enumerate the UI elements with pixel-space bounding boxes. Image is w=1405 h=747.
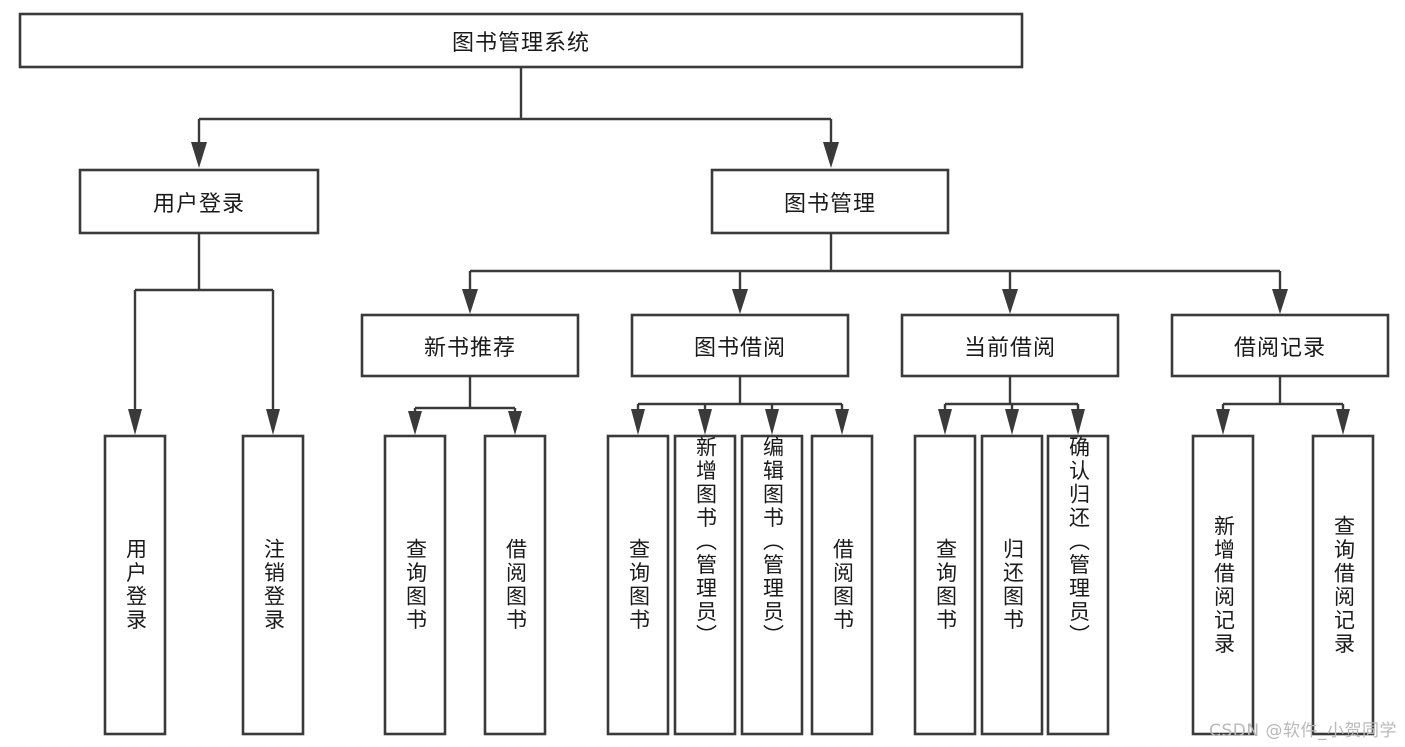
arrow-head-book-mgmt [823, 142, 839, 168]
connector-group-new-book-rec [408, 376, 522, 435]
leaf-node[interactable] [740, 434, 804, 736]
arrow-head-borrow-record [1272, 289, 1288, 314]
leaf-node[interactable] [810, 434, 874, 736]
leaf-node[interactable] [980, 434, 1044, 736]
arrow-head-leaf-query-book-c [938, 409, 952, 435]
node-book-management[interactable] [710, 168, 950, 235]
connector-group-book-mgmt [462, 233, 1288, 314]
leaf-node[interactable] [383, 434, 447, 736]
connector-group-borrow-record [1216, 376, 1350, 435]
leaf-node[interactable] [1311, 434, 1375, 736]
arrow-head-leaf-query-book-b [631, 409, 645, 435]
arrow-head-book-borrow [732, 289, 748, 314]
leaf-node[interactable] [103, 434, 167, 736]
arrow-head-leaf-borrow-book-b [835, 409, 849, 435]
connector-group-user-login [128, 233, 280, 435]
node-root[interactable] [18, 12, 1024, 69]
leaf-node[interactable] [913, 434, 977, 736]
leaf-node[interactable] [606, 434, 670, 736]
arrow-head-leaf-user-login [128, 409, 142, 435]
arrow-head-new-book-rec [462, 289, 478, 314]
arrow-head-leaf-edit-book [765, 409, 779, 435]
arrow-head-leaf-query-record [1336, 409, 1350, 435]
arrow-head-leaf-return-book [1005, 409, 1019, 435]
arrow-head-leaf-add-book [698, 409, 712, 435]
leaf-node[interactable] [241, 434, 305, 736]
arrow-head-leaf-query-book-a [408, 411, 422, 435]
arrow-head-leaf-confirm-return [1071, 409, 1085, 435]
node-book-borrow[interactable] [630, 313, 850, 378]
arrow-head-leaf-borrow-book-a [508, 411, 522, 435]
node-new-book-recommend[interactable] [360, 313, 580, 378]
node-borrow-record[interactable] [1170, 313, 1390, 378]
leaf-node[interactable] [1191, 434, 1255, 736]
arrow-head-user-login [191, 142, 207, 168]
arrow-head-leaf-logout [266, 409, 280, 435]
leaf-node[interactable] [673, 434, 737, 736]
arrow-head-leaf-add-record [1216, 409, 1230, 435]
connector-group-current-borrow [938, 376, 1085, 435]
arrow-head-current-borrow [1002, 289, 1018, 314]
leaf-node[interactable] [483, 434, 547, 736]
connector-group-root [191, 67, 839, 168]
node-user-login[interactable] [78, 168, 320, 235]
connector-group-book-borrow [631, 376, 849, 435]
leaf-node[interactable] [1046, 434, 1110, 736]
node-current-borrow[interactable] [900, 313, 1120, 378]
